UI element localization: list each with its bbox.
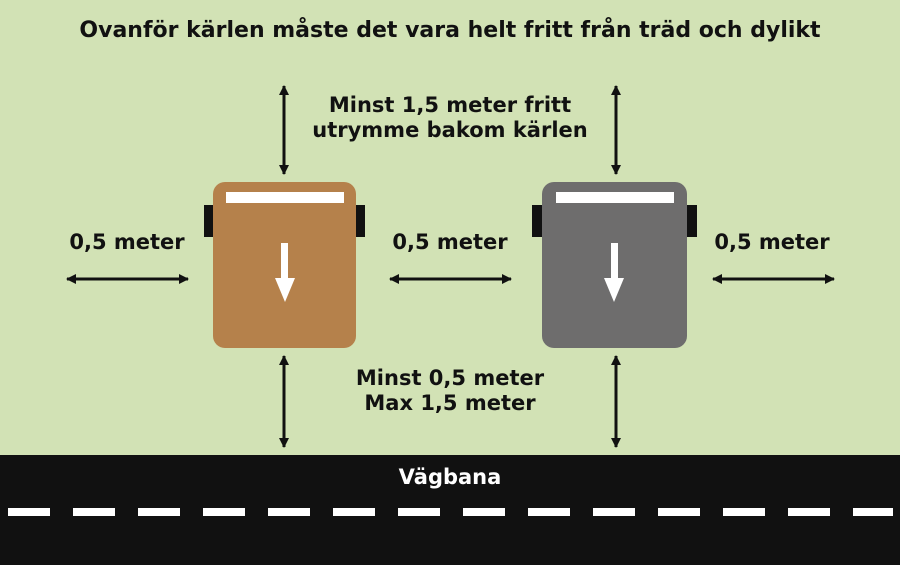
road-label: Vägbana bbox=[398, 465, 502, 489]
bin-left-arrow-down-icon bbox=[275, 243, 295, 302]
bin-right-arrow-down-icon bbox=[604, 243, 624, 302]
behind-clearance-label: Minst 1,5 meter fritt utrymme bakom kärl… bbox=[290, 93, 610, 143]
gap-label-right: 0,5 meter bbox=[714, 230, 830, 254]
front-distance-line-1: Minst 0,5 meter bbox=[355, 366, 545, 390]
behind-clearance-line-1: Minst 1,5 meter fritt bbox=[328, 93, 572, 117]
bin-right-handle-right bbox=[686, 205, 697, 237]
bin-left-lid-stripe bbox=[226, 192, 344, 203]
headline: Ovanför kärlen måste det vara helt fritt… bbox=[79, 18, 821, 43]
bin-left-handle-right bbox=[354, 205, 365, 237]
bin-left-handle-left bbox=[204, 205, 215, 237]
gap-label-middle: 0,5 meter bbox=[392, 230, 508, 254]
bin-right bbox=[532, 182, 697, 348]
front-distance-line-2: Max 1,5 meter bbox=[364, 391, 536, 416]
road-center-line bbox=[8, 508, 893, 516]
behind-clearance-line-2: utrymme bakom kärlen bbox=[312, 118, 588, 143]
front-distance-label: Minst 0,5 meter Max 1,5 meter bbox=[300, 366, 600, 416]
bin-left bbox=[204, 182, 365, 348]
bin-right-lid-stripe bbox=[556, 192, 674, 203]
bin-right-handle-left bbox=[532, 205, 543, 237]
gap-label-left: 0,5 meter bbox=[69, 230, 185, 254]
